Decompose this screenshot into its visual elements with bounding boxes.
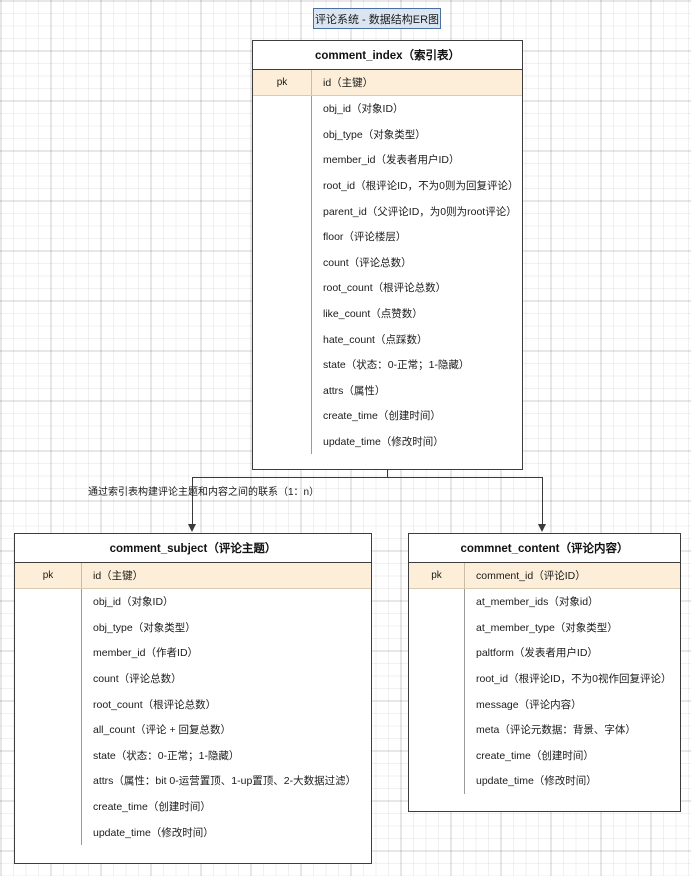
entity-row[interactable]: create_time（创建时间） — [253, 403, 522, 429]
entity-row[interactable]: parent_id（父评论ID，为0则为root评论） — [253, 198, 522, 224]
row-attribute-name: create_time（创建时间） — [464, 742, 680, 769]
entity-row[interactable]: paltform（发表者用户ID） — [409, 640, 680, 666]
entity-comment-subject-rows: pk id（主键）obj_id（对象ID）obj_type（对象类型）member… — [15, 563, 371, 845]
entity-comment-index-rows: pk id（主键）obj_id（对象ID）obj_type（对象类型）member… — [253, 70, 522, 455]
row-attribute-name: like_count（点赞数） — [311, 300, 522, 327]
entity-row-primary-key[interactable]: pk id（主键） — [15, 563, 371, 589]
row-attribute-name: obj_type（对象类型） — [81, 614, 371, 641]
entity-commnet-content-rows: pk comment_id（评论ID）at_member_ids（对象id）at_… — [409, 563, 680, 794]
row-attribute-name: create_time（创建时间） — [81, 793, 371, 820]
row-attribute-name: comment_id（评论ID） — [464, 563, 680, 588]
row-attribute-name: update_time（修改时间） — [311, 428, 522, 455]
entity-row[interactable]: member_id（发表者用户ID） — [253, 147, 522, 173]
connector-riser-index — [387, 470, 389, 478]
row-attribute-name: create_time（创建时间） — [311, 403, 522, 429]
entity-row[interactable]: state（状态：0-正常；1-隐藏） — [253, 351, 522, 378]
entity-row[interactable]: obj_id（对象ID） — [253, 96, 522, 122]
entity-row[interactable]: attrs（属性） — [253, 377, 522, 404]
entity-row[interactable]: at_member_ids（对象id） — [409, 589, 680, 615]
entity-row[interactable]: count（评论总数） — [253, 249, 522, 276]
row-attribute-name: root_count（根评论总数） — [311, 275, 522, 301]
pk-marker: pk — [276, 77, 288, 88]
entity-row[interactable]: obj_type（对象类型） — [15, 614, 371, 641]
row-attribute-name: root_id（根评论ID，不为0视作回复评论） — [464, 665, 680, 692]
row-attribute-name: paltform（发表者用户ID） — [464, 640, 680, 666]
pk-marker: pk — [42, 570, 54, 581]
row-attribute-name: parent_id（父评论ID，为0则为root评论） — [311, 198, 522, 224]
entity-commnet-content[interactable]: commnet_content（评论内容） pk comment_id（评论ID）… — [408, 533, 681, 812]
entity-row[interactable]: hate_count（点踩数） — [253, 326, 522, 352]
entity-row[interactable]: state（状态：0-正常；1-隐藏） — [15, 742, 371, 769]
row-attribute-name: member_id（发表者用户ID） — [311, 147, 522, 173]
row-attribute-name: root_count（根评论总数） — [81, 691, 371, 717]
row-attribute-name: at_member_ids（对象id） — [464, 589, 680, 615]
connector-drop-subject — [192, 477, 194, 525]
entity-row[interactable]: all_count（评论 + 回复总数） — [15, 716, 371, 743]
diagram-title: 评论系统 - 数据结构ER图 — [313, 8, 441, 29]
entity-row[interactable]: root_id（根评论ID，不为0视作回复评论） — [409, 665, 680, 692]
row-attribute-name: meta（评论元数据：背景、字体） — [464, 716, 680, 743]
arrowhead-content — [538, 524, 546, 532]
entity-row[interactable]: create_time（创建时间） — [15, 793, 371, 820]
diagram-title-label: 评论系统 - 数据结构ER图 — [314, 13, 440, 26]
row-attribute-name: floor（评论楼层） — [311, 223, 522, 250]
row-attribute-name: hate_count（点踩数） — [311, 326, 522, 352]
row-attribute-name: message（评论内容） — [464, 691, 680, 717]
entity-row[interactable]: update_time（修改时间） — [15, 819, 371, 845]
arrowhead-subject — [188, 524, 196, 532]
row-attribute-name: id（主键） — [81, 563, 371, 588]
row-attribute-name: id（主键） — [311, 70, 522, 95]
row-attribute-name: obj_id（对象ID） — [311, 96, 522, 122]
entity-row[interactable]: root_count（根评论总数） — [15, 691, 371, 717]
row-attribute-name: obj_id（对象ID） — [81, 589, 371, 615]
entity-row[interactable]: obj_type（对象类型） — [253, 121, 522, 148]
connector-bus-horizontal — [192, 477, 543, 479]
entity-comment-subject[interactable]: comment_subject（评论主题） pk id（主键）obj_id（对象I… — [14, 533, 372, 864]
entity-row[interactable]: at_member_type（对象类型） — [409, 614, 680, 641]
row-attribute-name: state（状态：0-正常；1-隐藏） — [81, 742, 371, 769]
row-attribute-name: update_time（修改时间） — [464, 768, 680, 794]
row-attribute-name: at_member_type（对象类型） — [464, 614, 680, 641]
entity-row[interactable]: attrs（属性：bit 0-运营置顶、1-up置顶、2-大数据过滤） — [15, 768, 371, 794]
row-attribute-name: state（状态：0-正常；1-隐藏） — [311, 351, 522, 378]
entity-row[interactable]: create_time（创建时间） — [409, 742, 680, 769]
pk-marker: pk — [431, 570, 442, 581]
entity-row[interactable]: update_time（修改时间） — [253, 428, 522, 455]
row-attribute-name: obj_type（对象类型） — [311, 121, 522, 148]
row-attribute-name: root_id（根评论ID，不为0则为回复评论） — [311, 172, 522, 199]
entity-row[interactable]: obj_id（对象ID） — [15, 589, 371, 615]
relationship-label: 通过索引表构建评论主题和内容之间的联系（1：n） — [88, 487, 320, 498]
entity-comment-index[interactable]: comment_index（索引表） pk id（主键）obj_id（对象ID）o… — [252, 40, 523, 470]
row-attribute-name: count（评论总数） — [311, 249, 522, 276]
entity-comment-index-header: comment_index（索引表） — [253, 41, 522, 70]
entity-row[interactable]: like_count（点赞数） — [253, 300, 522, 327]
row-attribute-name: attrs（属性） — [311, 377, 522, 404]
entity-row[interactable]: root_count（根评论总数） — [253, 275, 522, 301]
entity-row[interactable]: root_id（根评论ID，不为0则为回复评论） — [253, 172, 522, 199]
entity-row[interactable]: count（评论总数） — [15, 665, 371, 692]
row-attribute-name: update_time（修改时间） — [81, 819, 371, 845]
entity-row-primary-key[interactable]: pk id（主键） — [253, 70, 522, 96]
row-attribute-name: count（评论总数） — [81, 665, 371, 692]
entity-row[interactable]: update_time（修改时间） — [409, 768, 680, 794]
entity-row[interactable]: meta（评论元数据：背景、字体） — [409, 716, 680, 743]
entity-commnet-content-header: commnet_content（评论内容） — [409, 534, 680, 563]
entity-row-primary-key[interactable]: pk comment_id（评论ID） — [409, 563, 680, 589]
row-attribute-name: attrs（属性：bit 0-运营置顶、1-up置顶、2-大数据过滤） — [81, 768, 371, 794]
row-attribute-name: member_id（作者ID） — [81, 640, 371, 666]
entity-row[interactable]: floor（评论楼层） — [253, 223, 522, 250]
row-attribute-name: all_count（评论 + 回复总数） — [81, 716, 371, 743]
connector-drop-content — [542, 477, 544, 525]
entity-row[interactable]: member_id（作者ID） — [15, 640, 371, 666]
entity-comment-subject-header: comment_subject（评论主题） — [15, 534, 371, 563]
entity-row[interactable]: message（评论内容） — [409, 691, 680, 717]
